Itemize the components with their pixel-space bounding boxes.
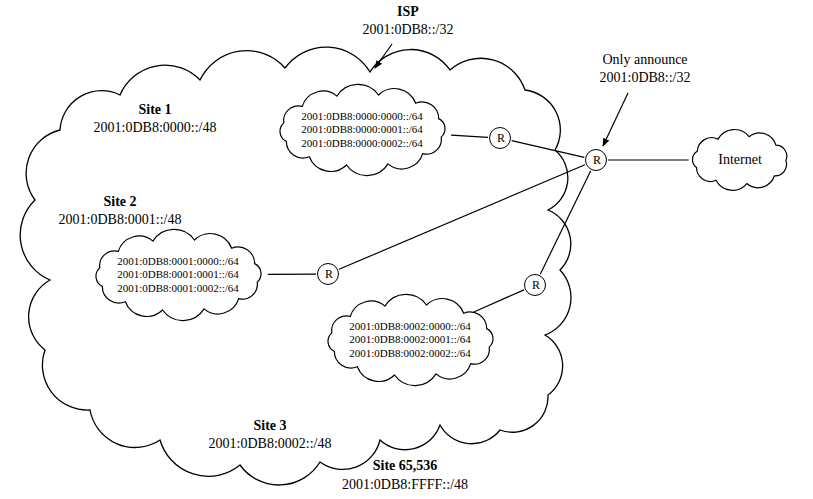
site-prefix: 2001:0DB8:0000::/48	[94, 120, 217, 137]
router-circle: R	[524, 274, 546, 296]
network-link	[339, 165, 585, 270]
site-prefix: 2001:0DB8:0002::/48	[209, 436, 332, 453]
site-name: Site 3	[253, 418, 286, 435]
site-prefix: 2001:0DB8:0001::/48	[59, 212, 182, 229]
site-name: Site 1	[138, 102, 171, 119]
text-group: 2001:0DB8:0001:0000::/642001:0DB8:0001:0…	[117, 255, 239, 295]
subnet-prefix: 2001:0DB8:0001:0000::/64	[117, 255, 239, 268]
network-link	[608, 159, 689, 160]
annotation: 2001:0DB8::/32	[362, 22, 453, 39]
text-group: R	[532, 279, 540, 291]
text-group: 2001:0DB8:0002:0000::/642001:0DB8:0002:0…	[349, 320, 471, 360]
cloud-outline	[692, 129, 786, 190]
heading-label: ISP	[397, 4, 419, 21]
isp-region: Site 12001:0DB8:0000::/48Site 22001:0DB8…	[15, 40, 575, 480]
text-group: R	[497, 132, 505, 144]
subnet-prefix: 2001:0DB8:0002:0001::/64	[349, 333, 471, 346]
subnet-prefix: 2001:0DB8:0001:0002::/64	[117, 282, 239, 295]
site-cloud: 2001:0DB8:0002:0000::/642001:0DB8:0002:0…	[316, 298, 505, 382]
network-link	[512, 141, 585, 158]
router-label: R	[593, 154, 601, 166]
router-label: R	[325, 268, 333, 280]
text-group: R	[325, 268, 333, 280]
subnet-prefix: 2001:0DB8:0001:0001::/64	[117, 268, 239, 281]
text-group: R	[593, 154, 601, 166]
annotation: 2001:0DB8:FFFF::/48	[342, 477, 468, 494]
leader-line	[375, 44, 392, 68]
cloud-outline	[280, 84, 445, 175]
site-cloud: 2001:0DB8:0000:0000::/642001:0DB8:0000:0…	[268, 88, 457, 172]
annotation: Only announce	[602, 52, 687, 69]
subnet-prefix: 2001:0DB8:0002:0002::/64	[349, 347, 471, 360]
subnet-prefix: 2001:0DB8:0002:0000::/64	[349, 320, 471, 333]
network-link	[451, 135, 488, 137]
cloud-outline	[20, 47, 571, 485]
router-circle: R	[489, 127, 511, 149]
site-cloud: 2001:0DB8:0001:0000::/642001:0DB8:0001:0…	[84, 233, 273, 317]
network-link	[540, 171, 590, 274]
text-group: 2001:0DB8:0000:0000::/642001:0DB8:0000:0…	[301, 110, 423, 150]
leader-line	[603, 93, 628, 146]
annotation: 2001:0DB8::/32	[599, 70, 690, 87]
network-link	[474, 290, 524, 312]
text-group: Internet	[718, 152, 762, 169]
heading-label: Site 65,536	[373, 458, 438, 475]
router-label: R	[497, 132, 505, 144]
subnet-prefix: 2001:0DB8:0000:0001::/64	[301, 123, 423, 136]
subnet-prefix: 2001:0DB8:0000:0002::/64	[301, 137, 423, 150]
router-circle: R	[317, 263, 339, 285]
subnet-prefix: 2001:0DB8:0000:0000::/64	[301, 110, 423, 123]
internet-cloud: Internet	[686, 132, 794, 188]
cloud-outline	[328, 294, 493, 385]
cloud-label: Internet	[718, 152, 762, 169]
site-name: Site 2	[103, 194, 136, 211]
network-link	[268, 273, 316, 275]
router-label: R	[532, 279, 540, 291]
cloud-outline	[96, 229, 261, 320]
router-circle: R	[585, 149, 607, 171]
